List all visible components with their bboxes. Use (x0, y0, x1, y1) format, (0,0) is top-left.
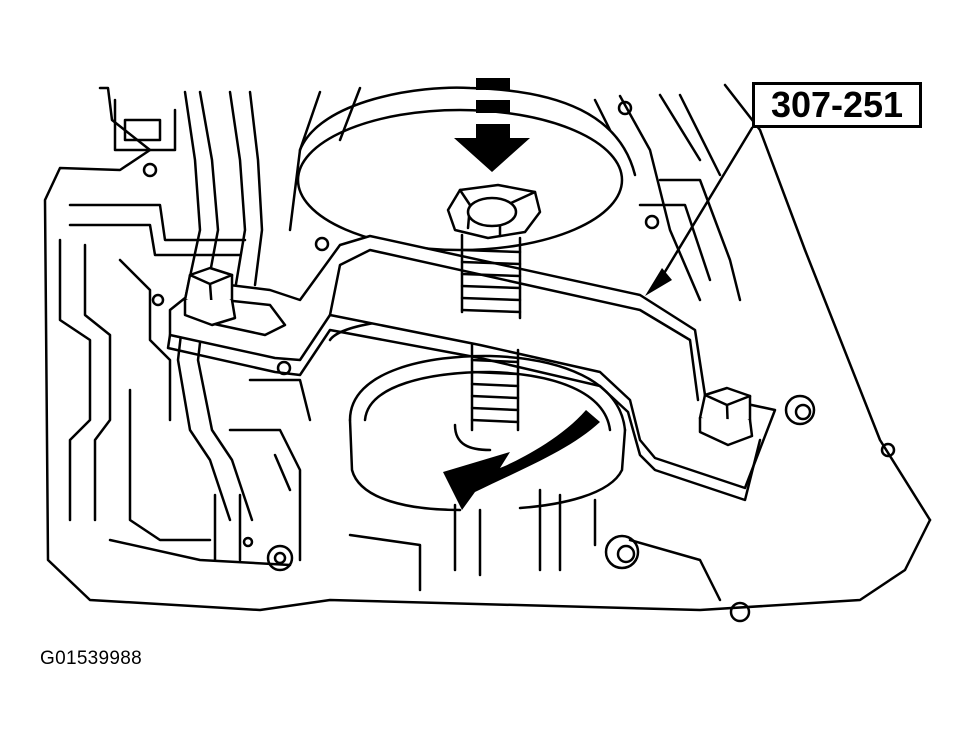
force-arrow-icon (454, 78, 530, 172)
tool-number-callout: 307-251 (752, 82, 922, 128)
bolt-holes (142, 100, 896, 623)
upper-bore (296, 86, 637, 252)
forcing-screw (446, 183, 542, 452)
callout-leader (658, 126, 754, 282)
figure-id-label: G01539988 (40, 648, 143, 669)
callout-arrowhead (645, 268, 672, 296)
tool-bracket (166, 234, 777, 502)
rotation-arrow-icon (443, 410, 600, 510)
right-hex-nut (698, 386, 754, 447)
fluid-channels-left (58, 90, 312, 567)
fluid-channels-right (338, 86, 742, 602)
left-hex-nut (183, 266, 237, 327)
